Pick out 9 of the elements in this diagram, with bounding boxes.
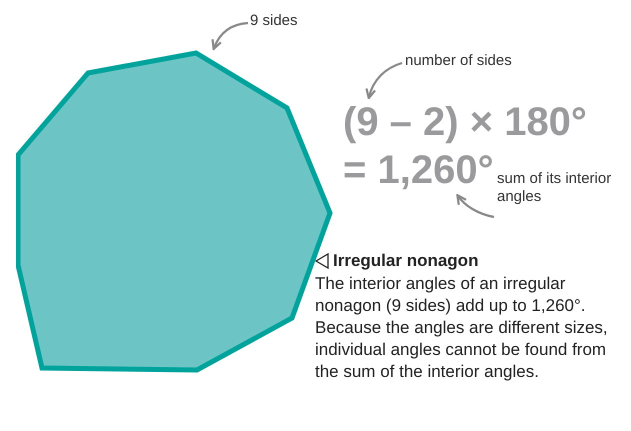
- caption-text: The interior angles of an irregular nonagon (9 sides) add up to 1,260°. Because the angles are different sizes, individual angles cannot be found from the sum of the interior angles.: [315, 273, 609, 383]
- leader-text: sum of its interior angles: [497, 170, 617, 208]
- leader-text: number of sides: [405, 52, 525, 72]
- caption-heading: Irregular nonagon: [333, 250, 480, 272]
- leader-arrow: [366, 62, 402, 100]
- formula-text: (9 – 2) × 180°: [343, 100, 593, 146]
- leader-arrow: [212, 22, 248, 50]
- leader-arrow: [456, 194, 494, 218]
- leader-text: 9 sides: [250, 12, 310, 32]
